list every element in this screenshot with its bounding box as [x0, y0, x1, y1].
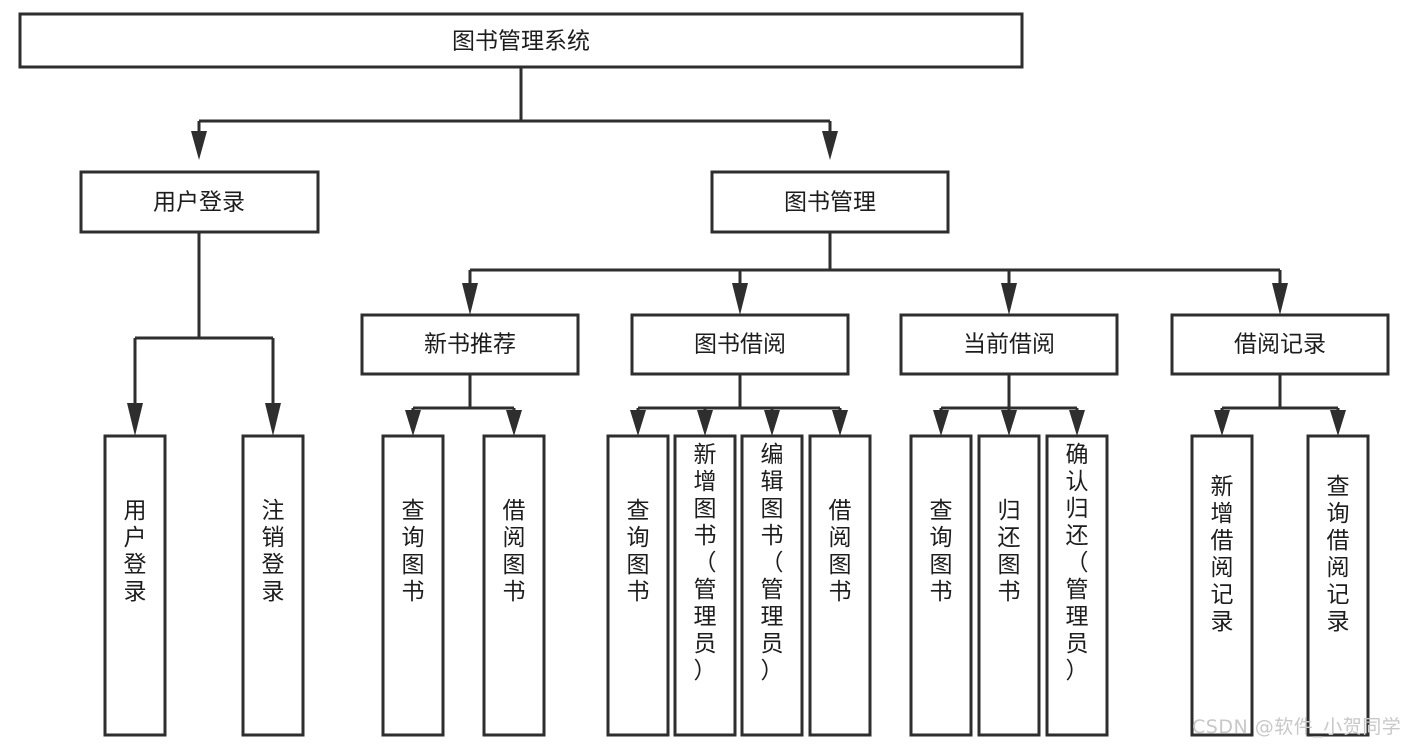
leaf-box[interactable]	[1190, 434, 1254, 737]
node-user-login[interactable]: 用户登录	[79, 170, 320, 234]
node-book-borrow-label: 图书借阅	[694, 332, 786, 358]
leaf-box[interactable]	[909, 434, 973, 737]
leaf-label: 查询借阅记录	[1327, 474, 1350, 635]
leaf-borrow-record-0[interactable]: 新增借阅记录	[1190, 434, 1254, 737]
arrow-head-icon	[1069, 410, 1085, 436]
leaf-user-login-1[interactable]: 注销登录	[241, 434, 305, 737]
leaf-current-borrow-2[interactable]: 确认归还（管理员）	[1045, 434, 1109, 737]
node-current-borrow-box[interactable]	[899, 313, 1119, 376]
leaf-label: 注销登录	[262, 498, 285, 605]
arrow-head-icon	[832, 410, 848, 436]
node-new-book-recommend[interactable]: 新书推荐	[360, 313, 580, 376]
node-book-management[interactable]: 图书管理	[710, 170, 950, 234]
arrow-head-icon	[1001, 410, 1017, 436]
node-new-book-recommend-label: 新书推荐	[424, 332, 516, 358]
node-book-borrow[interactable]: 图书借阅	[630, 313, 850, 376]
arrow-head-icon	[1330, 410, 1346, 436]
node-current-borrow-label: 当前借阅	[963, 332, 1055, 358]
leaf-box[interactable]	[977, 434, 1041, 737]
leaf-box[interactable]	[482, 434, 546, 737]
leaf-box[interactable]	[1306, 434, 1370, 737]
node-borrow-record-box[interactable]	[1170, 313, 1390, 376]
node-book-management-box[interactable]	[710, 170, 950, 234]
arrow-head-icon	[1272, 283, 1288, 315]
leaf-label: 查询图书	[930, 498, 953, 605]
leaf-new-book-recommend-1[interactable]: 借阅图书	[482, 434, 546, 737]
arrow-head-icon	[405, 410, 421, 436]
edge-group	[127, 67, 1346, 436]
arrow-head-icon	[127, 403, 143, 436]
leaf-box[interactable]	[606, 434, 670, 737]
leaf-current-borrow-1[interactable]: 归还图书	[977, 434, 1041, 737]
node-root-system[interactable]: 图书管理系统	[18, 12, 1024, 69]
leaf-borrow-record-1[interactable]: 查询借阅记录	[1306, 434, 1370, 737]
node-root-label: 图书管理系统	[452, 29, 590, 55]
node-new-book-recommend-box[interactable]	[360, 313, 580, 376]
arrow-head-icon	[630, 410, 646, 436]
leaf-user-login-0[interactable]: 用户登录	[103, 434, 167, 737]
node-current-borrow[interactable]: 当前借阅	[899, 313, 1119, 376]
leaf-book-borrow-1[interactable]: 新增图书（管理员）	[673, 434, 737, 737]
arrow-head-icon	[506, 410, 522, 436]
arrow-head-icon	[933, 410, 949, 436]
node-borrow-record[interactable]: 借阅记录	[1170, 313, 1390, 376]
leaf-label: 编辑图书（管理员）	[761, 442, 784, 684]
node-book-management-label: 图书管理	[784, 190, 876, 216]
leaf-box[interactable]	[808, 434, 872, 737]
csdn-watermark: CSDN @软件_小贺同学	[1192, 716, 1402, 738]
leaf-box[interactable]	[381, 434, 445, 737]
leaf-label: 借阅图书	[829, 498, 852, 605]
arrow-head-icon	[764, 410, 780, 436]
leaf-box[interactable]	[241, 434, 305, 737]
arrow-head-icon	[1001, 283, 1017, 315]
leaf-book-borrow-2[interactable]: 编辑图书（管理员）	[740, 434, 804, 737]
arrow-head-icon	[1214, 410, 1230, 436]
leaf-label: 查询图书	[627, 498, 650, 605]
leaf-label: 归还图书	[998, 498, 1021, 605]
node-user-login-label: 用户登录	[153, 190, 245, 216]
node-book-borrow-box[interactable]	[630, 313, 850, 376]
leaf-box[interactable]	[740, 434, 804, 737]
leaf-label: 新增借阅记录	[1211, 474, 1234, 635]
leaf-box[interactable]	[103, 434, 167, 737]
leaf-label: 确认归还（管理员）	[1066, 442, 1089, 684]
arrow-head-icon	[462, 283, 478, 315]
leaf-current-borrow-0[interactable]: 查询图书	[909, 434, 973, 737]
leaf-book-borrow-0[interactable]: 查询图书	[606, 434, 670, 737]
leaf-box[interactable]	[673, 434, 737, 737]
arrow-head-icon	[265, 403, 281, 436]
node-borrow-record-label: 借阅记录	[1234, 332, 1326, 358]
node-user-login-box[interactable]	[79, 170, 320, 234]
leaf-label: 用户登录	[124, 498, 147, 605]
leaf-box[interactable]	[1045, 434, 1109, 737]
leaf-book-borrow-3[interactable]: 借阅图书	[808, 434, 872, 737]
arrow-head-icon	[191, 131, 207, 160]
leaf-new-book-recommend-0[interactable]: 查询图书	[381, 434, 445, 737]
arrow-head-icon	[822, 131, 838, 160]
node-root-box[interactable]	[18, 12, 1024, 69]
leaf-label: 查询图书	[402, 498, 425, 605]
arrow-head-icon	[732, 283, 748, 315]
leaf-label: 新增图书（管理员）	[694, 442, 717, 684]
leaf-label: 借阅图书	[503, 498, 526, 605]
arrow-head-icon	[697, 410, 713, 436]
